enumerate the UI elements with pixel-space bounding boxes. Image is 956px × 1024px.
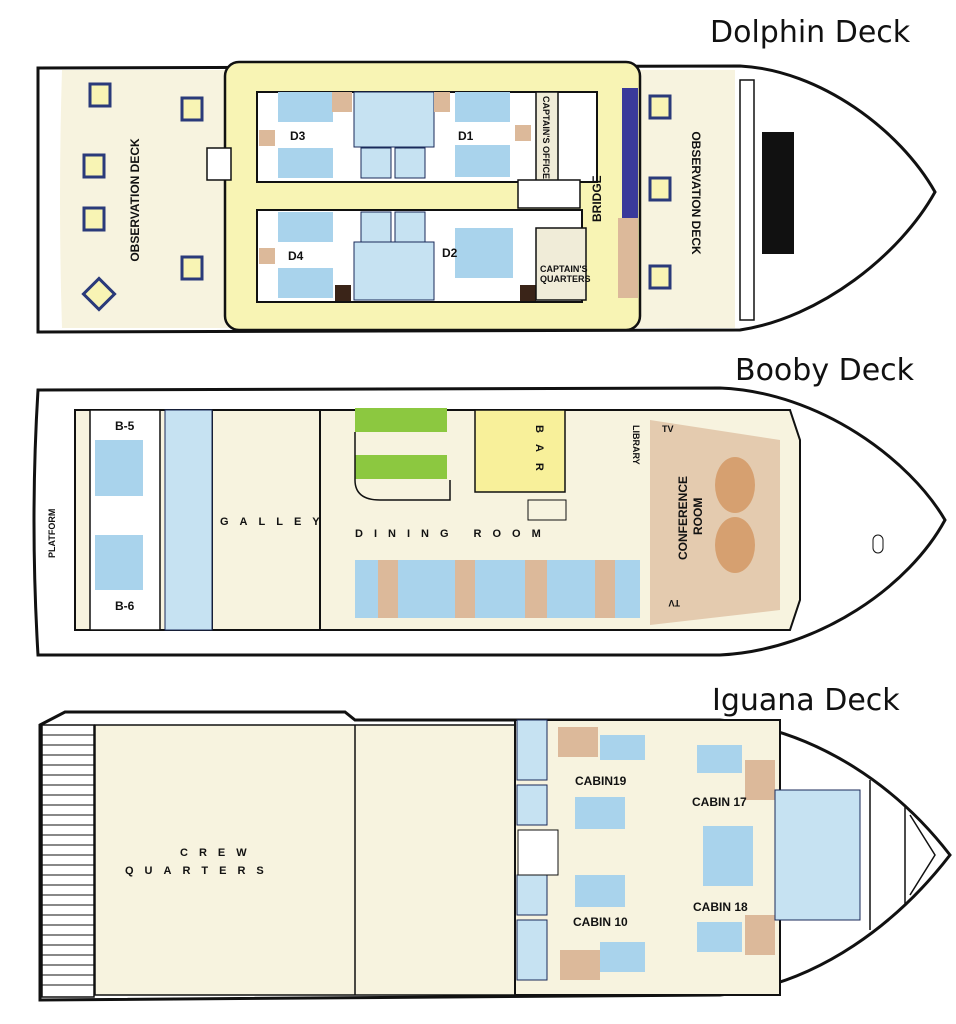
captains-quarters-label-2: QUARTERS bbox=[540, 274, 591, 284]
crew-label: CREW bbox=[180, 847, 258, 859]
deck-chairs bbox=[81, 82, 672, 312]
forward-heads bbox=[774, 789, 861, 921]
platform-label: PLATFORM bbox=[47, 509, 57, 558]
tv-label-top: TV bbox=[662, 424, 674, 434]
cabin-b6-label: B-6 bbox=[115, 599, 135, 613]
dolphin-deck-title: Dolphin Deck bbox=[710, 15, 911, 50]
cabin-d3-label: D3 bbox=[290, 129, 306, 143]
forward-hatch bbox=[762, 132, 794, 254]
iguana-deck-title: Iguana Deck bbox=[712, 683, 900, 718]
dolphin-cabins bbox=[206, 88, 638, 303]
observation-deck-aft-label: OBSERVATION DECK bbox=[128, 138, 142, 262]
library-label: LIBRARY bbox=[631, 425, 641, 465]
fwd-rail bbox=[739, 79, 755, 321]
iguana-deck: Iguana Deck CREW QUARTERS CABIN19 CABIN … bbox=[38, 683, 952, 1002]
bridge-label: BRIDGE bbox=[590, 175, 604, 222]
conference-room-label-2: ROOM bbox=[691, 498, 705, 535]
cabin-d4-label: D4 bbox=[288, 249, 304, 263]
dolphin-deck: Dolphin Deck bbox=[36, 15, 937, 334]
booby-deck: Booby Deck B-5 B-6 PLATFORM GALLEY DININ… bbox=[32, 353, 947, 657]
cabin-d1-label: D1 bbox=[458, 129, 474, 143]
cabin19-label: CABIN19 bbox=[575, 774, 627, 788]
conference-area bbox=[650, 420, 780, 625]
dining-room-label: DINING ROOM bbox=[355, 528, 552, 540]
bar-label: BAR bbox=[533, 425, 545, 482]
galley-label: GALLEY bbox=[220, 516, 331, 528]
captains-office-label: CAPTAIN'S OFFICE bbox=[541, 96, 551, 179]
cabin17-label: CABIN 17 bbox=[692, 795, 747, 809]
quarters-label: QUARTERS bbox=[125, 865, 275, 877]
cabin-b5-label: B-5 bbox=[115, 419, 135, 433]
tv-label-bottom: TV bbox=[668, 598, 680, 608]
crew-quarters-area bbox=[94, 724, 516, 996]
cabin10-label: CABIN 10 bbox=[573, 915, 628, 929]
stern-grating bbox=[41, 724, 95, 998]
observation-deck-fwd-label: OBSERVATION DECK bbox=[689, 131, 703, 255]
booby-deck-title: Booby Deck bbox=[735, 353, 915, 388]
conference-room-label: CONFERENCE bbox=[676, 476, 690, 560]
captains-quarters-label: CAPTAIN'S bbox=[540, 264, 587, 274]
bridge-console bbox=[622, 88, 638, 218]
cabin18-label: CABIN 18 bbox=[693, 900, 748, 914]
dining-tables bbox=[354, 408, 640, 618]
cabin-d2-label: D2 bbox=[442, 246, 458, 260]
